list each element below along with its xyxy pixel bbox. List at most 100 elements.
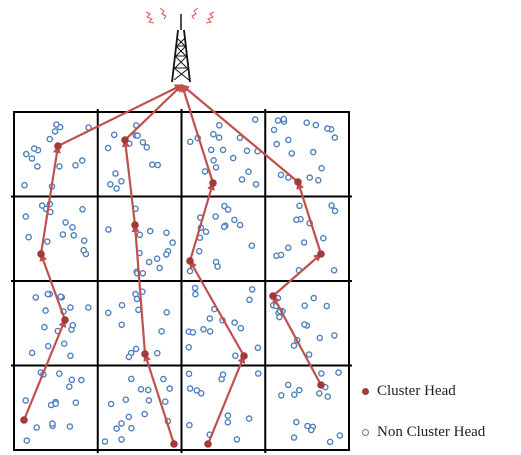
non-cluster-head-node: [30, 145, 38, 152]
non-cluster-head-node: [296, 202, 303, 210]
non-cluster-head-node: [145, 397, 153, 404]
non-cluster-head-node: [186, 267, 194, 275]
legend-cluster-head: Cluster Head: [362, 383, 456, 400]
non-cluster-head-node: [248, 286, 256, 293]
cluster-head-node: [240, 352, 248, 360]
non-cluster-head-node: [143, 143, 151, 151]
non-cluster-head-node: [60, 340, 68, 348]
non-cluster-head-node: [185, 370, 193, 378]
non-cluster-head-node: [305, 351, 313, 358]
non-cluster-head-node: [68, 376, 76, 384]
non-cluster-head-node: [22, 213, 30, 220]
non-cluster-head-node: [156, 264, 163, 272]
non-cluster-head-node: [312, 121, 320, 129]
route-arrow: [124, 84, 183, 141]
route-arrow: [272, 253, 322, 297]
non-cluster-head-node: [307, 426, 315, 434]
non-cluster-head-node: [32, 294, 40, 301]
cluster-head-node: [170, 440, 178, 448]
non-cluster-head-node: [28, 155, 36, 162]
non-cluster-head-node: [273, 140, 281, 148]
non-cluster-head-node: [280, 115, 288, 123]
non-cluster-head-node: [284, 381, 292, 389]
non-cluster-head-node: [300, 321, 308, 328]
non-cluster-head-node: [233, 436, 241, 443]
non-cluster-head-node: [80, 237, 88, 244]
non-cluster-head-node: [224, 206, 232, 213]
non-cluster-head-node: [118, 436, 125, 443]
non-cluster-head-node: [21, 181, 28, 189]
non-cluster-head-node: [310, 294, 318, 302]
non-cluster-head-node: [189, 329, 197, 336]
non-cluster-head-node: [212, 164, 220, 171]
non-cluster-head-node: [224, 412, 232, 419]
non-cluster-head-node: [300, 239, 308, 246]
non-cluster-head-node: [314, 176, 322, 184]
non-cluster-head-node: [51, 128, 59, 135]
route-arrow: [206, 355, 246, 445]
non-cluster-head-node: [288, 150, 296, 157]
non-cluster-head-node: [201, 168, 209, 175]
non-cluster-head-node: [328, 202, 335, 209]
non-cluster-head-node: [118, 420, 125, 427]
non-cluster-head-node: [207, 146, 215, 154]
radio-tower-icon: [145, 7, 215, 83]
non-cluster-head-node: [191, 284, 199, 292]
non-cluster-head-node: [335, 369, 342, 376]
cluster-head-swatch: [362, 388, 369, 395]
route-arrow: [22, 319, 67, 421]
non-cluster-head-node: [193, 387, 201, 394]
non-cluster-head-node: [153, 255, 161, 263]
non-cluster-head-node: [215, 134, 223, 141]
non-cluster-head-node: [56, 370, 63, 378]
non-cluster-head-node: [200, 325, 207, 333]
non-cluster-head-node: [251, 116, 259, 123]
non-cluster-head-node: [38, 202, 46, 209]
non-cluster-head-node: [246, 296, 253, 304]
non-cluster-head-node: [277, 171, 285, 179]
cluster-head-node: [131, 221, 139, 229]
non-cluster-head-node: [238, 176, 246, 183]
non-cluster-head-node: [252, 180, 260, 188]
non-cluster-head-node: [23, 437, 31, 444]
non-cluster-head-node: [236, 134, 244, 142]
non-cluster-head-node: [210, 156, 217, 164]
non-cluster-head-node: [229, 154, 237, 162]
non-cluster-head-node: [161, 398, 169, 406]
non-cluster-head-node: [105, 309, 112, 317]
non-cluster-head-node: [243, 147, 251, 155]
non-cluster-head-node: [85, 304, 92, 311]
cluster-head-node: [54, 142, 62, 150]
cluster-head-node: [186, 257, 194, 265]
non-cluster-head-node: [101, 438, 109, 445]
non-cluster-head-node: [107, 180, 114, 188]
non-cluster-head-node: [219, 146, 227, 154]
non-cluster-head-node: [144, 386, 152, 394]
non-cluster-head-node: [295, 386, 303, 394]
non-cluster-head-node: [318, 164, 325, 172]
non-cluster-head-node: [79, 205, 86, 213]
non-cluster-head-node: [192, 290, 199, 298]
non-cluster-head-node: [148, 161, 156, 168]
route-arrow: [189, 260, 245, 357]
cluster-head-nodes: [20, 136, 325, 448]
non-cluster-head-node: [306, 174, 314, 181]
non-cluster-head-node: [245, 415, 253, 422]
non-cluster-head-node: [139, 269, 147, 277]
non-cluster-head-node: [163, 308, 170, 316]
non-cluster-head-node: [290, 434, 298, 441]
non-cluster-head-node: [323, 302, 331, 310]
non-cluster-head-node: [67, 352, 74, 360]
non-cluster-head-node: [219, 371, 227, 378]
non-cluster-head-node: [44, 290, 52, 298]
non-cluster-head-node: [163, 229, 170, 237]
routing-arrows: [22, 84, 323, 445]
non-cluster-head-node: [154, 161, 161, 169]
cluster-head-node: [204, 440, 212, 448]
route-arrow: [39, 253, 67, 321]
non-cluster-head-node: [160, 375, 167, 383]
non-cluster-head-node: [290, 342, 298, 349]
route-arrow: [39, 145, 61, 255]
non-cluster-head-node: [274, 117, 282, 124]
non-cluster-head-node: [136, 231, 144, 239]
